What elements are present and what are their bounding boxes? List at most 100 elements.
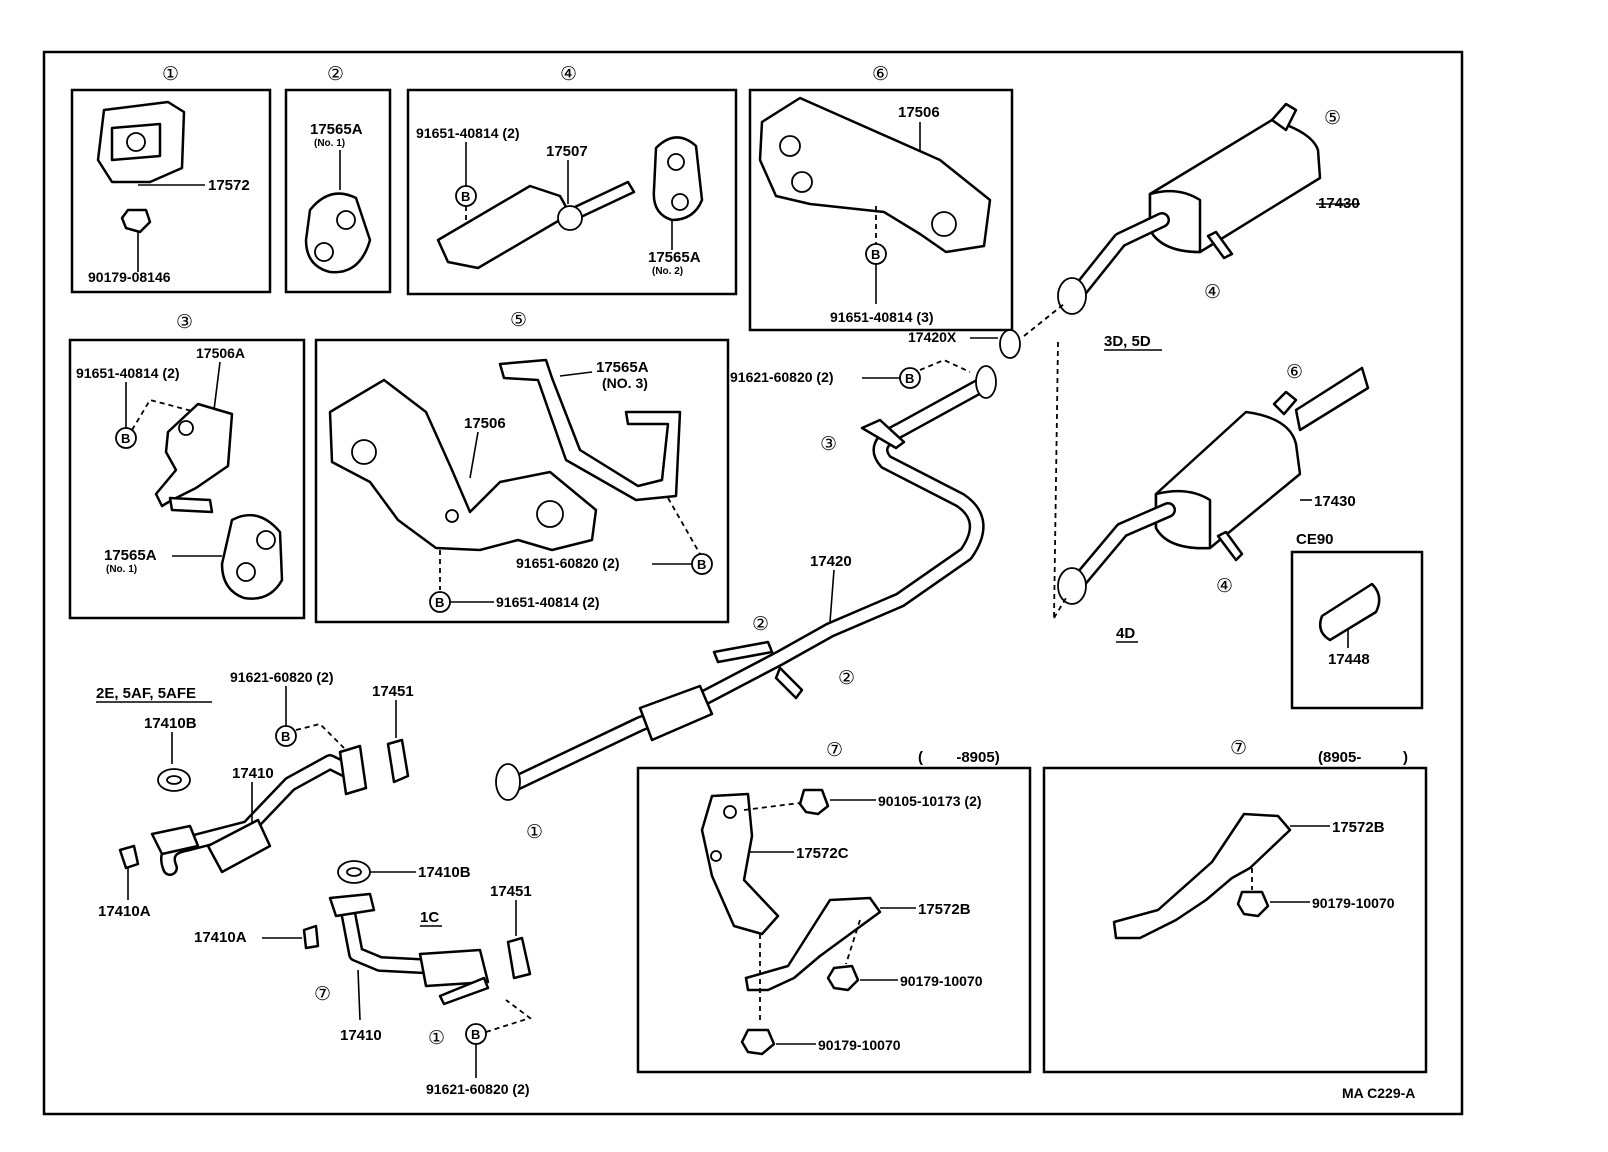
part-17572b-a-label: 17572B <box>918 901 971 918</box>
part-17565a-label: 17565A <box>310 121 363 138</box>
leader <box>213 361 221 411</box>
panel-1-marker: ① <box>162 64 179 85</box>
part-17410b-1c-label: 17410B <box>418 864 471 881</box>
nut-90179 <box>120 208 152 234</box>
part-91621-60820-label: 91621-60820 (2) <box>230 669 334 685</box>
hanger-hole <box>314 242 334 262</box>
part-90105-10173-label: 90105-10173 (2) <box>878 793 982 809</box>
panel-3-box <box>68 338 306 620</box>
variant-4d: 4D <box>1116 625 1135 642</box>
part-17572-label: 17572 <box>208 177 250 194</box>
date-range-7b: (8905- ) <box>1318 749 1408 766</box>
bracket-17572b-a <box>744 896 882 992</box>
panel-5-box <box>314 338 730 624</box>
bolt-symbol: B <box>461 189 470 204</box>
part-91651-40814-label: 91651-40814 (2) <box>416 125 520 141</box>
bolt-symbol: B <box>471 1027 480 1042</box>
nut-90179-a <box>826 964 860 992</box>
part-17420x-label: 17420X <box>908 329 957 345</box>
dashed-line <box>131 398 197 431</box>
muffler-tailpipe-bottom <box>1294 366 1370 432</box>
panel-2-marker: ② <box>327 64 344 85</box>
flange-1c <box>328 892 376 918</box>
bracket-17506a <box>154 402 234 508</box>
part-17565a-label: 17565A <box>104 547 157 564</box>
panel-4-box <box>406 88 738 296</box>
nut-90179-c <box>1236 890 1270 918</box>
ce90-title: CE90 <box>1296 531 1334 548</box>
hanger-4-marker: ④ <box>1216 576 1233 597</box>
bracket-17572b-b <box>1112 812 1292 940</box>
ring-17451 <box>386 738 410 784</box>
bolt-90105 <box>798 788 830 816</box>
part-91651-40814-3-label: 91651-40814 (3) <box>830 309 934 325</box>
part-17451-1c-label: 17451 <box>490 883 532 900</box>
bolt-marker <box>275 725 297 747</box>
bolt-symbol: B <box>905 371 914 386</box>
hanger-rod-no3 <box>498 358 682 502</box>
flange-bottom <box>1057 567 1087 605</box>
hanger-hole <box>667 153 685 171</box>
hanger-note: (NO. 3) <box>602 375 648 391</box>
dashed-line <box>485 999 532 1033</box>
hanger-3-marker: ③ <box>820 434 837 455</box>
part-17448-label: 17448 <box>1328 651 1370 668</box>
panel-5: ⑤ 17506 17565A (NO. 3) B 91651-60820 (2)… <box>314 310 730 624</box>
panel-4: ④ 91651-40814 (2) B 17507 17565A (No. 2) <box>406 64 738 296</box>
muffler-tailpipe-top <box>1270 102 1298 132</box>
hanger-note: (No. 2) <box>652 266 683 277</box>
hanger-1c <box>438 976 490 1006</box>
flange-top <box>1057 277 1087 315</box>
bracket-hole <box>351 439 377 465</box>
leader <box>357 969 361 1021</box>
panel-1-box <box>70 88 272 294</box>
hanger-hole <box>256 530 276 550</box>
bracket-ring <box>557 205 583 231</box>
part-17451-label: 17451 <box>372 683 414 700</box>
bracket-hole <box>723 805 737 819</box>
front-pipe-1c-group: 17410B 17451 1C 17410A ⑦ 17410 ① B 91621… <box>194 860 532 1097</box>
part-17410-label: 17410 <box>232 765 274 782</box>
panel-3-marker: ③ <box>176 312 193 333</box>
panel-7a-marker: ⑦ <box>826 740 843 761</box>
exhaust-pipe-17420 <box>506 378 988 792</box>
rear-flange-2e <box>338 744 368 796</box>
flange-1-marker: ① <box>428 1028 445 1049</box>
rubber-hanger-no1 <box>304 192 372 274</box>
engine-label-2e: 2E, 5AF, 5AFE <box>96 685 196 702</box>
ring-17451-1c <box>506 936 532 980</box>
mount-hole <box>126 132 146 152</box>
hanger-4-marker: ④ <box>1204 282 1221 303</box>
panel-7b: ⑦ (8905- ) 17572B 90179-10070 <box>1042 738 1428 1074</box>
bracket-hole <box>536 500 564 528</box>
panel-1: ① 17572 90179-08146 <box>70 64 272 294</box>
figure-code: MA C229-A <box>1342 1085 1415 1101</box>
pre-muffler <box>638 684 714 742</box>
hanger-2-marker: ② <box>838 668 855 689</box>
part-17410b-label: 17410B <box>144 715 197 732</box>
dashed-line <box>1023 303 1065 337</box>
panel-2-box <box>284 88 392 294</box>
bolt-symbol: B <box>121 431 130 446</box>
tail-tip-17448 <box>1319 582 1381 642</box>
leader <box>829 569 835 623</box>
front-flange <box>495 763 521 801</box>
hanger-7-marker: ⑦ <box>314 984 331 1005</box>
part-91651-40814-label: 91651-40814 (2) <box>496 594 600 610</box>
leader <box>559 371 593 377</box>
bolt-symbol: B <box>871 247 880 262</box>
part-17565a-no2-label: 17565A <box>648 249 701 266</box>
dashed-line <box>295 723 345 749</box>
hanger-note: (No. 1) <box>314 138 345 149</box>
bolt-symbol: B <box>697 557 706 572</box>
bracket-17506 <box>328 378 598 552</box>
front-pipe-2e-group: 2E, 5AF, 5AFE 91621-60820 (2) B 17451 17… <box>96 669 414 920</box>
gasket-17420x <box>999 329 1021 359</box>
catalyst <box>206 818 272 874</box>
hanger-hole <box>671 193 689 211</box>
hanger-stub <box>1216 530 1244 562</box>
hanger-2-marker: ② <box>752 614 769 635</box>
panel-7b-box <box>1042 766 1428 1074</box>
part-91651-40814-label: 91651-40814 (2) <box>76 365 180 381</box>
part-17507-label: 17507 <box>546 143 588 160</box>
